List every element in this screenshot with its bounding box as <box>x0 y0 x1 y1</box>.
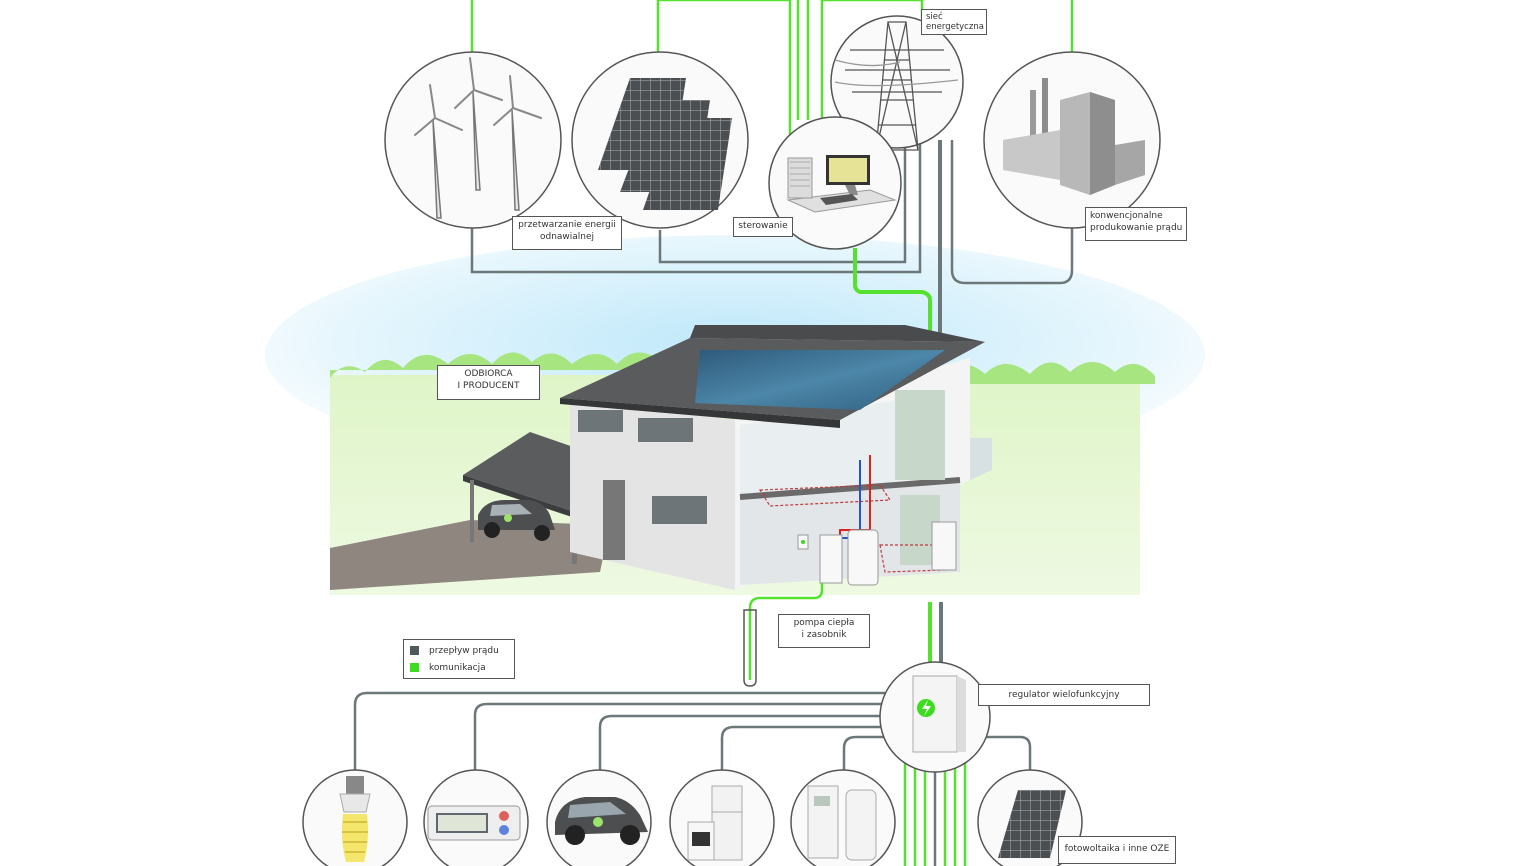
conventional-power-plant-icon <box>983 51 1161 229</box>
solar-panels-icon <box>571 51 749 229</box>
power-swatch <box>410 646 419 655</box>
electric-car-circle-icon <box>546 769 652 866</box>
control-label: sterowanie <box>733 217 793 237</box>
kitchen-appliances-icon <box>669 769 775 866</box>
photovoltaic-panel-icon <box>977 769 1083 866</box>
electric-car-icon <box>478 500 555 541</box>
regulator-label: regulator wielofunkcyjny <box>978 684 1150 706</box>
house-illustration <box>463 325 992 590</box>
control-computer-icon <box>768 116 902 250</box>
renewable-label: przetwarzanie energii odnawialnej <box>512 216 622 250</box>
legend-item-power: przepływ prądu <box>410 645 499 657</box>
consumer-producer-label: ODBIORCA I PRODUCENT <box>437 365 540 400</box>
heat-pump-label: pompa ciepła i zasobnik <box>778 614 870 648</box>
multifunction-regulator-icon <box>879 661 991 773</box>
ground-heat-probe <box>743 583 824 687</box>
smart-meter-display-icon <box>423 769 529 866</box>
legend-item-comm: komunikacja <box>410 662 486 674</box>
wind-turbines-icon <box>384 51 562 229</box>
comm-swatch <box>410 663 419 672</box>
power-grid-tower-icon <box>830 15 964 151</box>
light-bulb-icon <box>302 769 408 866</box>
grid-label: sieć energetyczna <box>921 9 987 35</box>
pv-label: fotowoltaika i inne OZE <box>1058 836 1176 864</box>
house-to-regulator-lines <box>928 602 943 668</box>
bottom-distribution-lines <box>353 691 1032 866</box>
conventional-label: konwencjonalne produkowanie prądu <box>1085 207 1187 241</box>
heat-storage-tanks-icon <box>790 769 896 866</box>
legend: przepływ prądu komunikacja <box>403 639 515 679</box>
top-power-lines <box>470 0 1074 340</box>
